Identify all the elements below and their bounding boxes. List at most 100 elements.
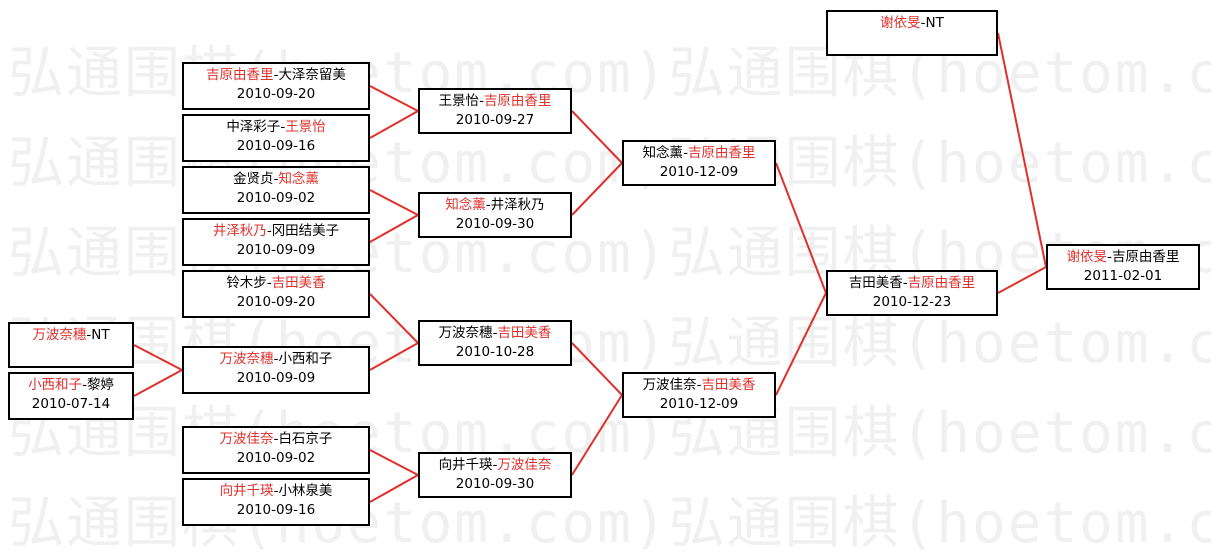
match-box: 万波奈穗-NT <box>8 322 134 368</box>
player-2: 吉原由香里 <box>1111 249 1180 265</box>
match-players: 吉田美香-吉原由香里 <box>828 274 996 293</box>
separator: - <box>1107 249 1112 265</box>
separator: - <box>902 275 908 291</box>
player-1: 万波佳奈 <box>219 431 274 447</box>
match-players: 万波奈穗-吉田美香 <box>420 324 570 343</box>
connector-line <box>369 342 419 371</box>
match-box: 向井千瑛-万波佳奈 2010-09-30 <box>418 452 572 498</box>
match-date: 2010-09-09 <box>236 242 316 258</box>
player-1: 知念薰 <box>642 145 684 161</box>
separator: - <box>86 327 92 343</box>
match-players: 小西和子-黎婷 <box>10 376 132 395</box>
separator: - <box>82 377 87 393</box>
separator: - <box>479 93 484 109</box>
match-date: 2010-12-09 <box>659 396 739 412</box>
connector-line <box>369 474 419 503</box>
player-2: 吉田美香 <box>497 325 552 341</box>
separator: - <box>920 15 926 31</box>
player-1: 向井千瑛 <box>438 457 493 473</box>
match-players: 井泽秋乃-冈田结美子 <box>184 222 368 241</box>
player-1: 中泽彩子 <box>226 119 281 135</box>
match-date: 2010-09-20 <box>236 294 316 310</box>
separator: - <box>683 145 688 161</box>
player-1: 万波佳奈 <box>642 377 697 393</box>
match-players: 向井千瑛-小林泉美 <box>184 482 368 501</box>
player-2: 吉田美香 <box>271 275 326 291</box>
player-2: 万波佳奈 <box>497 457 552 473</box>
separator: - <box>280 119 286 135</box>
player-1: 铃木步 <box>226 275 267 291</box>
connector-line <box>571 342 623 396</box>
connector-line <box>997 266 1047 294</box>
separator: - <box>273 483 279 499</box>
match-players: 知念薰-井泽秋乃 <box>420 196 570 215</box>
separator: - <box>485 197 491 213</box>
connector-line <box>133 369 183 397</box>
connector-line <box>571 110 623 164</box>
player-1: 吉原由香里 <box>206 67 274 83</box>
separator: - <box>273 67 279 83</box>
match-players: 万波奈穗-NT <box>10 326 132 345</box>
player-2: NT <box>925 15 944 31</box>
player-1: 小西和子 <box>28 377 83 393</box>
connector-line <box>369 110 419 139</box>
match-players: 万波佳奈-白石京子 <box>184 430 368 449</box>
separator: - <box>273 351 279 367</box>
connector-line <box>775 292 827 396</box>
player-2: 吉原由香里 <box>687 145 756 161</box>
player-1: 谢依旻 <box>1066 249 1108 265</box>
connector-line <box>369 214 419 243</box>
match-date: 2010-09-30 <box>455 216 535 232</box>
player-2: 吉田美香 <box>701 377 756 393</box>
match-date: 2010-09-30 <box>455 476 535 492</box>
separator: - <box>492 325 498 341</box>
separator: - <box>266 223 272 239</box>
match-players: 铃木步-吉田美香 <box>184 274 368 293</box>
player-1: 谢依旻 <box>880 15 921 31</box>
match-players: 王景怡-吉原由香里 <box>420 92 570 111</box>
player-2: 小西和子 <box>278 351 333 367</box>
match-date: 2010-12-23 <box>872 294 952 310</box>
player-2: NT <box>91 327 110 343</box>
player-1: 吉田美香 <box>848 275 903 291</box>
player-1: 王景怡 <box>438 93 480 109</box>
bracket-lines <box>133 32 1047 503</box>
player-2: 吉原由香里 <box>483 93 552 109</box>
match-players: 中泽彩子-王景怡 <box>184 118 368 137</box>
player-2: 吉原由香里 <box>907 275 976 291</box>
match-players: 知念薰-吉原由香里 <box>624 144 774 163</box>
match-date: 2010-09-02 <box>236 450 316 466</box>
player-1: 井泽秋乃 <box>212 223 267 239</box>
player-2: 大泽奈留美 <box>278 67 346 83</box>
player-1: 万波奈穗 <box>219 351 274 367</box>
connector-line <box>369 449 419 476</box>
match-players: 金贤贞-知念薰 <box>184 170 368 189</box>
match-players: 吉原由香里-大泽奈留美 <box>184 66 368 85</box>
connector-line <box>571 394 623 476</box>
player-1: 知念薰 <box>445 197 486 213</box>
match-date: 2010-07-14 <box>31 396 111 412</box>
player-2: 冈田结美子 <box>271 223 340 239</box>
player-2: 黎婷 <box>86 377 114 393</box>
player-1: 万波奈穗 <box>32 327 87 343</box>
separator: - <box>492 457 498 473</box>
match-date: 2010-10-28 <box>455 344 535 360</box>
connector-line <box>369 293 419 344</box>
match-players: 万波奈穗-小西和子 <box>184 350 368 369</box>
separator: - <box>273 431 279 447</box>
connector-line <box>369 189 419 216</box>
